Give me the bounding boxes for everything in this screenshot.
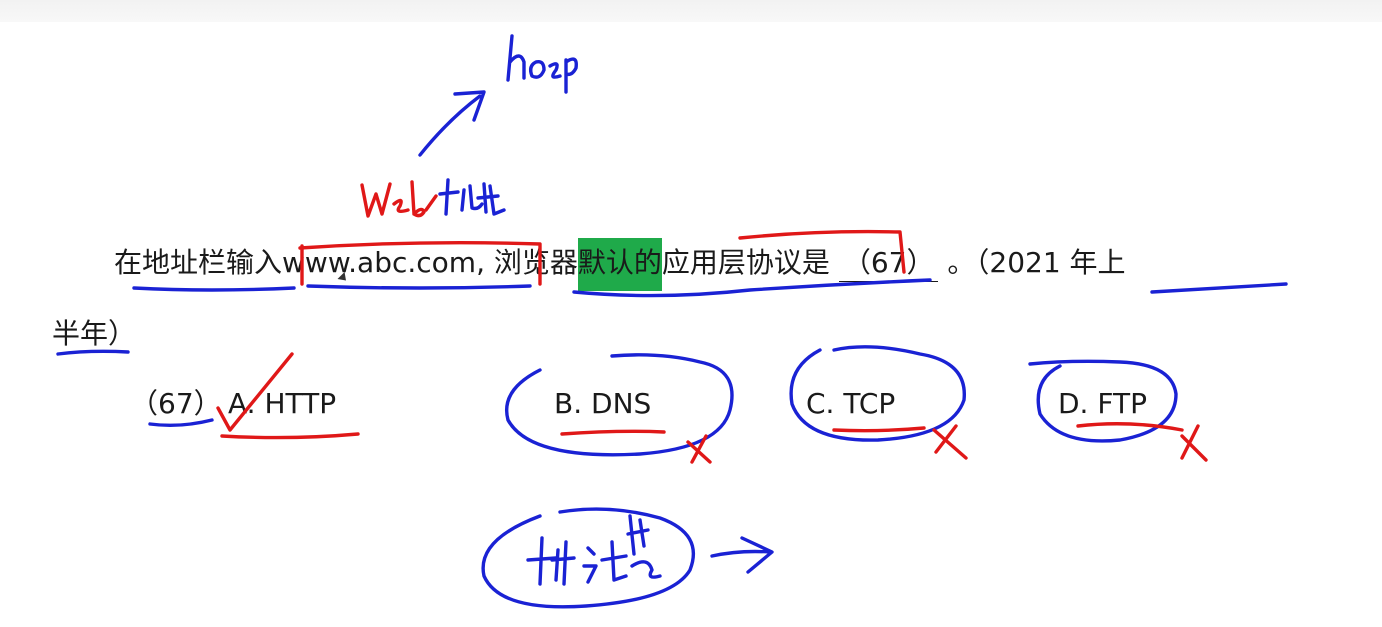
option-d: D. FTP xyxy=(1058,387,1147,420)
underline-option-c xyxy=(832,426,926,433)
highlighted-text: 默认的 xyxy=(577,238,662,291)
question-url: www.abc.com, xyxy=(282,246,485,279)
answer-blank: （67） xyxy=(838,245,939,282)
underline-year xyxy=(1150,282,1288,294)
cross-mark-d-icon xyxy=(1180,424,1208,462)
question-line-1: 在地址栏输入www.abc.com, 浏览器默认的应用层协议是 （67） 。（2… xyxy=(114,238,1126,291)
question-browser: 浏览器 xyxy=(493,246,578,279)
arrow-right-shaft xyxy=(710,549,772,558)
cross-mark-b-icon xyxy=(686,434,712,464)
handwriting-protocol-stack-icon xyxy=(526,514,662,586)
underline-address xyxy=(132,286,296,292)
option-b: B. DNS xyxy=(554,387,652,420)
arrow-right-icon xyxy=(740,536,774,574)
question-line-2: 半年） xyxy=(52,317,137,350)
handwriting-web-icon xyxy=(360,180,438,218)
underline-url xyxy=(306,284,532,290)
option-number: （67） xyxy=(130,387,222,420)
window-top-bar xyxy=(0,0,1382,22)
arrow-up-right-icon xyxy=(418,90,486,157)
question-prefix: 在地址栏输入 xyxy=(114,246,283,279)
handwriting-hoep-icon xyxy=(506,34,578,94)
circle-bottom xyxy=(481,507,696,609)
handwriting-address-icon xyxy=(438,178,506,216)
option-c: C. TCP xyxy=(806,387,896,420)
cross-mark-c-icon xyxy=(932,424,968,460)
question-protocol: 应用层协议是 xyxy=(661,246,830,279)
option-a: A. HTTP xyxy=(228,387,337,420)
underline-option-a xyxy=(220,432,360,440)
underline-option-d xyxy=(1076,422,1184,432)
underline-option-b xyxy=(560,429,666,436)
question-source: 。（2021 年上 xyxy=(947,246,1126,279)
